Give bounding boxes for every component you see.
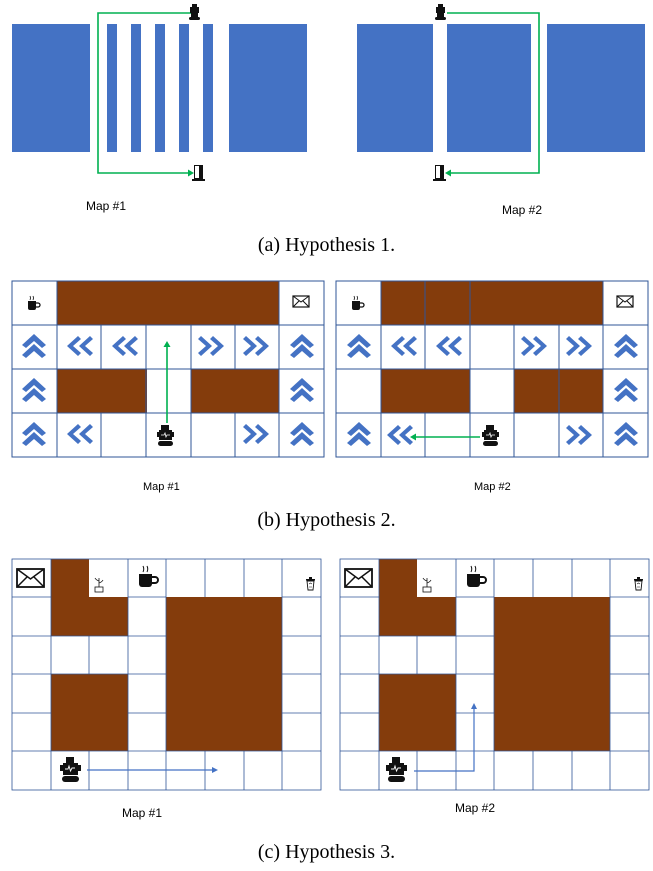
mail-icon (292, 295, 310, 308)
panel-hypothesis-3: Map #1 Map #2 (c) Hypothesis 3. (0, 540, 653, 871)
left-chevron-icon (67, 424, 93, 444)
map1-shelf-left (12, 24, 90, 152)
map2-path (414, 709, 475, 772)
right-chevron-icon (566, 336, 592, 356)
robot-icon (435, 4, 446, 20)
map1-path-arrowhead (163, 341, 171, 347)
map2-shelf-left (357, 24, 433, 152)
mail-icon (344, 568, 373, 588)
left-chevron-icon (67, 336, 93, 356)
map2-grid (335, 280, 649, 458)
robot-icon (157, 425, 174, 446)
right-chevron-icon (566, 425, 592, 445)
map2-path-arrowhead (410, 433, 416, 441)
right-chevron-icon (243, 424, 269, 444)
up-chevron-icon (290, 422, 314, 446)
up-chevron-icon (347, 334, 371, 358)
up-chevron-icon (22, 422, 46, 446)
up-chevron-icon (347, 422, 371, 446)
map2-shelf-middle (447, 24, 531, 152)
map1-shelf-strip (131, 24, 141, 152)
map1-shelf-right (229, 24, 307, 152)
map2-grid (339, 558, 650, 791)
hypothesis-1-maps (12, 4, 645, 181)
panel-hypothesis-2: Map #1 Map #2 (b) Hypothesis 2. (0, 265, 653, 540)
hypothesis-3-maps (11, 558, 650, 791)
panel-hypothesis-1: Map #1 Map #2 (a) Hypothesis 1. (0, 0, 653, 265)
caption-hypothesis-1: (a) Hypothesis 1. (257, 234, 396, 256)
wall-block (166, 597, 282, 751)
wall-block (494, 597, 610, 751)
map1-path (97, 12, 192, 174)
up-chevron-icon (614, 334, 638, 358)
hypothesis-2-maps (11, 280, 649, 458)
up-chevron-icon (22, 378, 46, 402)
map1-path-arrowhead (212, 767, 218, 773)
trash-icon (306, 577, 315, 591)
right-chevron-icon (198, 336, 224, 356)
wall-block (379, 597, 456, 636)
map2-shelves (357, 24, 645, 152)
robot-icon (482, 425, 499, 446)
wall-block (57, 281, 279, 325)
map2-label: Map #2 (502, 203, 543, 217)
map1-shelf-strip (155, 24, 165, 152)
coffee-icon (467, 565, 487, 587)
trash-icon (634, 577, 643, 591)
map2-path-arrowhead (445, 169, 451, 177)
wall-block (51, 597, 128, 636)
left-chevron-icon (387, 425, 413, 445)
map1-grid (11, 280, 325, 458)
map2-path (447, 12, 540, 174)
map2-path-arrowhead (471, 703, 477, 709)
up-chevron-icon (290, 334, 314, 358)
map1-shelves (12, 24, 307, 152)
coffee-icon (28, 295, 41, 310)
caption-hypothesis-3: (c) Hypothesis 3. (257, 841, 396, 863)
right-chevron-icon (521, 336, 547, 356)
door-icon (192, 165, 205, 181)
map1-path-arrowhead (188, 169, 194, 177)
left-chevron-icon (391, 336, 417, 356)
door-icon (433, 165, 446, 181)
map1-label: Map #1 (86, 199, 127, 213)
map1-label: Map #1 (122, 806, 163, 820)
plant-icon (94, 577, 104, 593)
map1-shelf-strip (179, 24, 189, 152)
up-chevron-icon (22, 334, 46, 358)
map2-shelf-right (547, 24, 645, 152)
mail-icon (16, 568, 45, 588)
caption-hypothesis-2: (b) Hypothesis 2. (257, 509, 396, 531)
map1-grid (11, 558, 322, 791)
wall-block (379, 674, 456, 751)
left-chevron-icon (112, 336, 138, 356)
robot-icon (60, 757, 81, 782)
wall-block (57, 369, 147, 413)
robot-icon (386, 757, 407, 782)
coffee-icon (139, 565, 159, 587)
up-chevron-icon (614, 378, 638, 402)
right-chevron-icon (243, 336, 269, 356)
map1-shelf-strip (107, 24, 117, 152)
map2-label: Map #2 (474, 481, 511, 493)
map2-label: Map #2 (455, 801, 496, 815)
wall-block (381, 281, 603, 325)
plant-icon (422, 577, 432, 593)
wall-block (191, 369, 279, 413)
wall-block (51, 674, 128, 751)
robot-icon (189, 4, 200, 20)
wall-block (381, 369, 470, 413)
left-chevron-icon (436, 336, 462, 356)
coffee-icon (352, 295, 365, 310)
up-chevron-icon (290, 378, 314, 402)
map1-label: Map #1 (143, 481, 180, 493)
up-chevron-icon (614, 422, 638, 446)
mail-icon (616, 295, 634, 308)
map1-shelf-strip (203, 24, 213, 152)
